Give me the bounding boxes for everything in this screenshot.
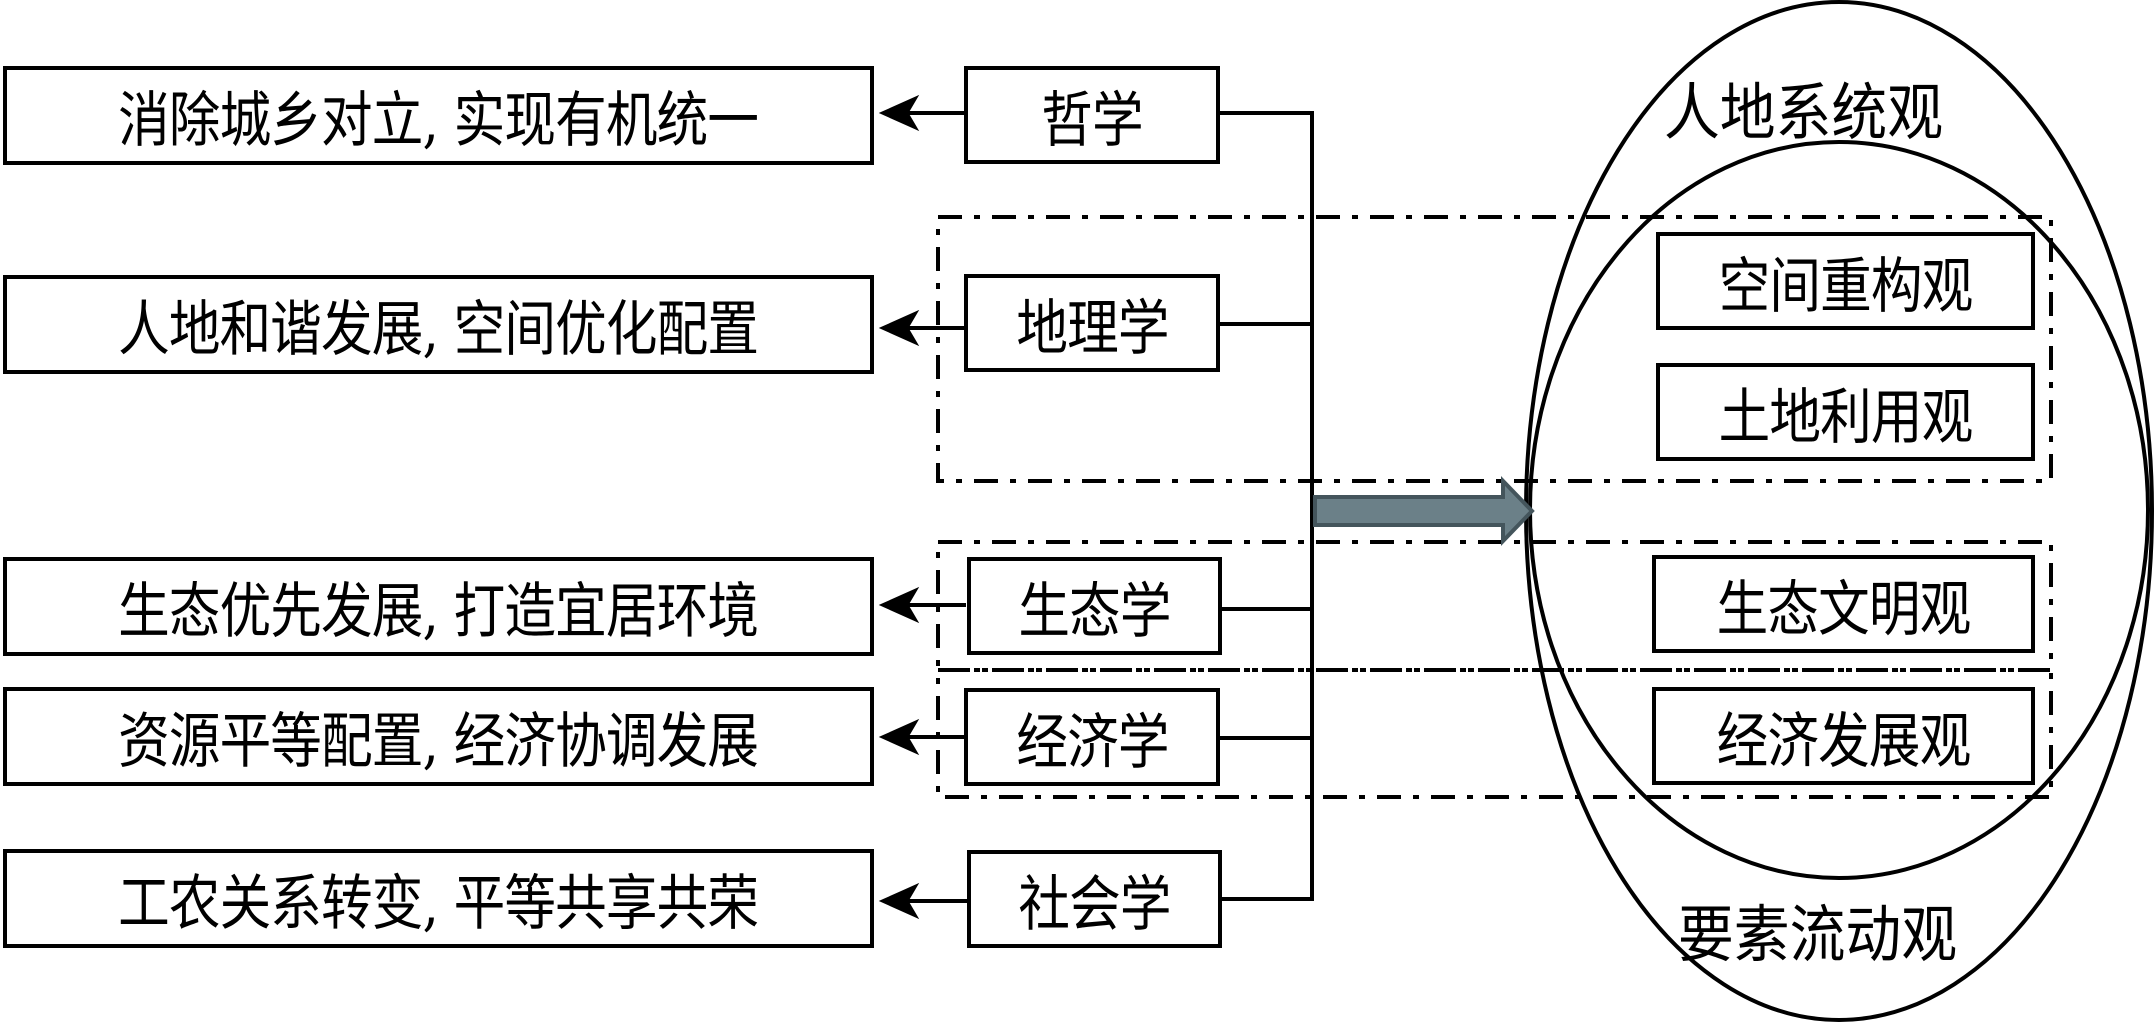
arrow-sociology-to-goal xyxy=(878,882,967,920)
goal-text: 资源平等配置, 经济协调发展 xyxy=(118,707,760,777)
goal-box-economics: 资源平等配置, 经济协调发展 xyxy=(3,687,874,786)
view-box-spatial-restructuring: 空间重构观 xyxy=(1656,232,2035,330)
discipline-box-philosophy: 哲学 xyxy=(964,66,1220,164)
view-label: 空间重构观 xyxy=(1718,251,1974,322)
goal-box-geography: 人地和谐发展, 空间优化配置 xyxy=(3,275,874,374)
outer-view-label: 人地系统观 xyxy=(1664,62,1974,152)
discipline-label: 社会学 xyxy=(1018,869,1171,940)
bottom-view-text: 要素流动观 xyxy=(1678,898,1958,971)
goal-text: 生态优先发展, 打造宜居环境 xyxy=(118,577,760,647)
block-arrow-to-views xyxy=(1313,476,1535,546)
discipline-box-sociology: 社会学 xyxy=(967,850,1222,948)
goal-box-ecology: 生态优先发展, 打造宜居环境 xyxy=(3,557,874,656)
discipline-label: 哲学 xyxy=(1041,85,1143,156)
discipline-box-ecology: 生态学 xyxy=(967,557,1222,655)
discipline-label: 地理学 xyxy=(1015,293,1169,364)
group-frame-spatial xyxy=(936,215,2053,483)
goal-text: 人地和谐发展, 空间优化配置 xyxy=(118,295,760,365)
outer-view-text: 人地系统观 xyxy=(1664,76,1944,149)
view-label: 经济发展观 xyxy=(1716,706,1972,777)
arrow-geography-to-goal xyxy=(878,309,964,347)
discipline-box-geography: 地理学 xyxy=(964,274,1220,372)
view-box-ecological-civilization: 生态文明观 xyxy=(1652,555,2035,653)
view-label: 生态文明观 xyxy=(1716,574,1972,645)
discipline-label: 经济学 xyxy=(1015,707,1169,778)
arrow-ecology-to-goal xyxy=(878,586,966,624)
bottom-view-label: 要素流动观 xyxy=(1678,884,1988,974)
view-label: 土地利用观 xyxy=(1718,382,1974,453)
arrow-philosophy-to-goal xyxy=(878,94,964,132)
view-box-economic-development: 经济发展观 xyxy=(1652,687,2035,785)
group-frame-economics xyxy=(936,668,2053,799)
discipline-box-economics: 经济学 xyxy=(964,688,1220,786)
goal-text: 消除城乡对立, 实现有机统一 xyxy=(118,86,760,156)
discipline-label: 生态学 xyxy=(1018,576,1171,647)
goal-box-sociology: 工农关系转变, 平等共享共荣 xyxy=(3,849,874,948)
arrow-economics-to-goal xyxy=(878,718,964,756)
goal-text: 工农关系转变, 平等共享共荣 xyxy=(118,869,760,939)
view-box-land-use: 土地利用观 xyxy=(1656,363,2035,461)
goal-box-philosophy: 消除城乡对立, 实现有机统一 xyxy=(3,66,874,165)
outer-ellipse-human-land-system xyxy=(1524,0,2154,1022)
